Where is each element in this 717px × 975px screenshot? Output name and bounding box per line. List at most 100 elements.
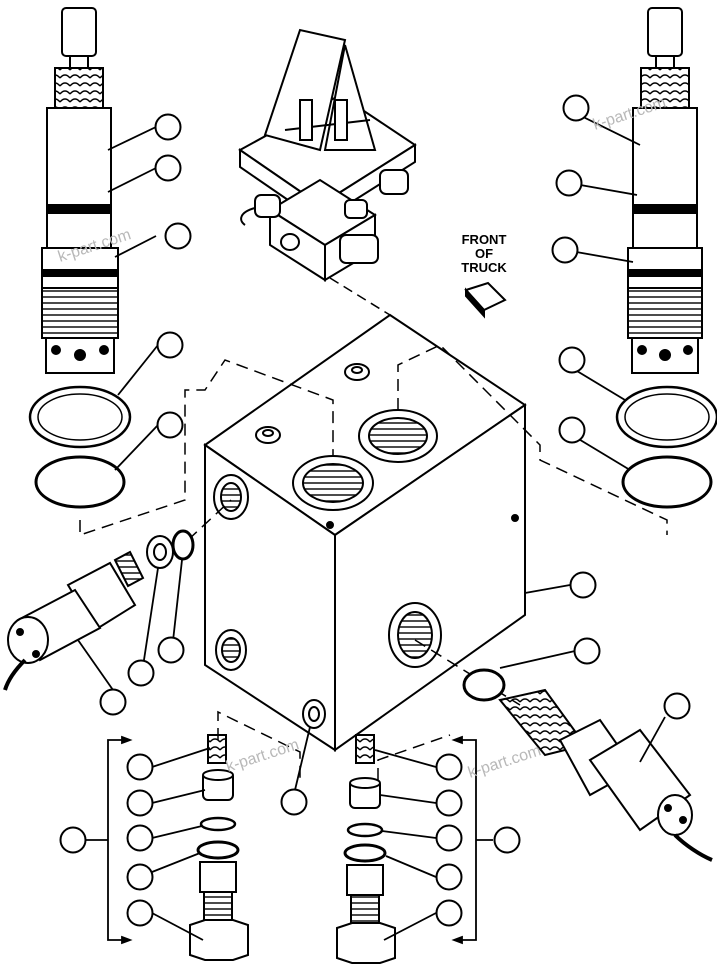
right-side-port-thread	[397, 611, 433, 659]
pilot-valve-wire	[240, 207, 256, 226]
bl-o-ring	[199, 816, 237, 832]
right-cartridge-cap	[647, 7, 683, 57]
callout-circle	[164, 222, 192, 250]
callout-circle	[126, 824, 154, 852]
left-bracket	[107, 739, 122, 941]
left-o-ring	[34, 455, 126, 509]
right-solenoid-terminal	[664, 804, 672, 812]
right-cartridge-hole	[659, 349, 671, 361]
bl-thread	[203, 891, 233, 923]
callout-circle	[280, 788, 308, 816]
right-o-ring	[621, 455, 713, 509]
right-cartridge-hole	[637, 345, 647, 355]
bl-spring	[207, 734, 227, 764]
callout-circle	[435, 899, 463, 927]
right-cartridge-hole	[683, 345, 693, 355]
callout-circle	[435, 824, 463, 852]
callout-circle	[558, 416, 586, 444]
bl-hex-nut	[189, 919, 249, 961]
pilot-valve-spool	[299, 99, 313, 141]
bl-poppet-top	[202, 769, 234, 781]
left-dashed-path	[79, 359, 334, 537]
right-solenoid-wire	[673, 833, 713, 862]
top-plug-left-hex	[262, 429, 274, 437]
left-cartridge-spring	[54, 67, 104, 109]
callout-circle	[99, 688, 127, 716]
right-cartridge-band	[627, 269, 703, 277]
front-label-line2: OF	[475, 246, 493, 261]
left-solenoid-wire	[3, 658, 27, 691]
br-thread	[350, 894, 380, 926]
bottom-left-check-valve	[189, 734, 249, 961]
right-cartridge-sleeve	[627, 247, 703, 289]
left-backup-ring-inner	[37, 393, 123, 441]
top-port-thread-left	[302, 463, 364, 503]
left-side-port-upper-thread	[220, 482, 242, 512]
left-cartridge-band	[46, 204, 112, 214]
callout-circles	[59, 94, 691, 927]
left-solenoid-leader	[187, 499, 232, 541]
mount-hole	[326, 521, 334, 529]
top-plug-right-hex	[351, 366, 363, 374]
right-solenoid-terminal	[679, 816, 687, 824]
callout-circle	[435, 753, 463, 781]
valve-block-right-face	[334, 403, 526, 752]
right-solenoid-leader	[414, 639, 521, 706]
pilot-valve-lever-left	[263, 28, 347, 152]
left-cartridge-sleeve	[41, 247, 119, 289]
callout-circle	[558, 346, 586, 374]
br-o-ring	[343, 843, 387, 863]
right-cartridge-body	[632, 107, 698, 249]
left-relief-cartridge	[41, 7, 119, 374]
right-backup-ring-inner	[624, 393, 710, 441]
watermark-text: k-part.com	[466, 742, 543, 782]
pilot-valve-solenoid	[339, 234, 379, 264]
left-cartridge-seals	[28, 385, 132, 509]
left-cartridge-cap	[61, 7, 97, 57]
callout-circle	[154, 154, 182, 182]
bl-o-ring	[196, 840, 240, 860]
bl-body	[199, 861, 237, 893]
right-backup-ring	[615, 385, 717, 449]
pilot-valve-solenoid	[344, 199, 368, 219]
right-cartridge-seals	[615, 385, 717, 509]
mount-hole	[511, 514, 519, 522]
bottom-right-check-valve	[336, 734, 396, 964]
right-bracket-arrow	[451, 935, 463, 945]
callout-circle	[569, 571, 597, 599]
callout-circle	[156, 411, 184, 439]
pilot-valve-port	[280, 233, 300, 251]
callout-circle	[127, 659, 155, 687]
left-solenoid-terminal	[32, 650, 40, 658]
right-cartridge-band	[632, 204, 698, 214]
left-bracket-arrow	[121, 735, 133, 745]
callout-circle	[555, 169, 583, 197]
front-label-line1: FRONT	[462, 232, 507, 247]
left-cartridge-hole	[74, 349, 86, 361]
bottom-right-leader	[377, 734, 451, 780]
left-solenoid-thread	[113, 550, 145, 588]
br-o-ring	[346, 822, 384, 838]
left-cartridge-band	[41, 269, 119, 277]
left-solenoid-washer-hole	[153, 543, 167, 561]
front-of-truck-label: FRONT OF TRUCK	[461, 232, 507, 319]
bottom-plug-hex	[308, 706, 320, 722]
pilot-valve-leader	[329, 277, 391, 316]
callout-circle	[126, 789, 154, 817]
right-dashed-path	[397, 344, 668, 535]
right-cartridge-stem	[655, 55, 675, 69]
br-body	[346, 864, 384, 896]
callout-circle	[156, 331, 184, 359]
pilot-valve-assembly	[238, 28, 417, 282]
br-spring	[355, 734, 375, 764]
right-solenoid-end	[657, 794, 693, 836]
right-cartridge-thread	[627, 287, 703, 339]
callout-circle	[126, 899, 154, 927]
right-relief-cartridge	[627, 7, 703, 374]
br-poppet-top	[349, 777, 381, 789]
callout-circle	[126, 863, 154, 891]
right-bracket-arrow	[451, 735, 463, 745]
left-solenoid-terminal	[16, 628, 24, 636]
